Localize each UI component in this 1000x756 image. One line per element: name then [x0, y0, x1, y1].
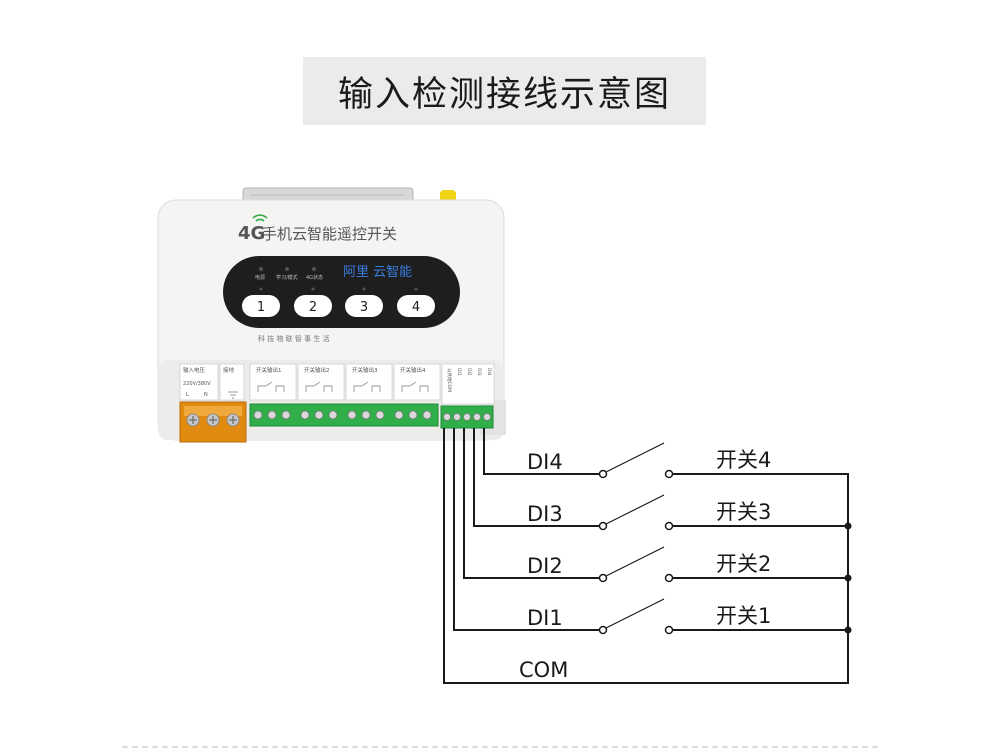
panel-button-2[interactable]: 2 [294, 295, 332, 317]
4g-led [312, 267, 316, 271]
svg-text:1: 1 [257, 300, 265, 315]
label-switch1: 开关1 [716, 604, 771, 628]
output-3-label: 开关输出3 [352, 366, 378, 374]
indicator-label-power: 电源 [255, 274, 265, 281]
switch-contacts [598, 469, 674, 635]
input-di2-label: DI2 [466, 368, 472, 376]
label-switch3: 开关3 [716, 500, 771, 524]
slogan: 科 技 物 联 智 事 生 活 [258, 334, 330, 343]
power-voltage-label: 220V/380V [183, 381, 211, 387]
input-di3-label: DI3 [476, 368, 482, 376]
brand-4g-text: 4G [238, 223, 265, 244]
switch1-lever [605, 598, 665, 629]
label-switch2: 开关2 [716, 552, 771, 576]
svg-text:3: 3 [360, 300, 368, 315]
ground-icon [228, 391, 238, 399]
power-n-label: N [204, 392, 208, 398]
switch3-lever [605, 494, 665, 525]
input-di1-label: DI1 [456, 368, 462, 376]
panel-button-4[interactable]: 4 [397, 295, 435, 317]
label-switch4: 开关4 [716, 448, 771, 472]
page-title: 输入检测接线示意图 [337, 74, 671, 115]
input-terminal-block [440, 405, 494, 429]
label-di3: DI3 [527, 502, 563, 526]
relay-symbol-icon [305, 381, 333, 392]
learn-led [285, 267, 289, 271]
relay-symbol-icon [257, 381, 285, 392]
relay-symbol-icon [401, 381, 429, 392]
junction-dots [844, 522, 852, 634]
output-4-label: 开关输出4 [400, 366, 426, 374]
terminal-labels: 输入电压 220V/380V L N 接地 开关输出1 开关输出2 开关输出3 … [179, 363, 495, 405]
di2-wire [463, 428, 603, 579]
power-terminal-block [179, 401, 247, 443]
wire-labels: DI4 DI3 DI2 DI1 开关4 开关3 开关2 开关1 COM [519, 448, 771, 682]
control-panel [223, 256, 460, 328]
power-l-label: L [186, 392, 189, 398]
power-led [259, 267, 263, 271]
label-di2: DI2 [527, 554, 563, 578]
switch4-lever [605, 442, 665, 473]
svg-text:4: 4 [412, 300, 420, 315]
output-terminal-block [249, 403, 439, 427]
panel-buttons: 1 2 3 4 [242, 287, 435, 317]
relay-device: 4G 手机云智能遥控开关 电源 学习/模式 4G状态 阿里 云智能 1 2 [157, 187, 506, 443]
power-terminal-label: 输入电压 [183, 366, 206, 374]
output-1-label: 开关输出1 [256, 366, 282, 374]
switch2-lever [605, 546, 665, 577]
title-banner: 输入检测接线示意图 [303, 57, 706, 125]
relay-symbol-icon [353, 381, 381, 392]
di1-wire [453, 428, 603, 631]
di3-wire [473, 428, 603, 527]
cloud-label: 阿里 云智能 [343, 265, 412, 280]
label-di4: DI4 [527, 450, 563, 474]
brand-logo: 4G 手机云智能遥控开关 [238, 214, 397, 244]
wiring [443, 428, 849, 684]
indicator-label-4g: 4G状态 [306, 274, 323, 281]
input-di4-label: DI4 [486, 368, 492, 376]
svg-text:2: 2 [309, 300, 317, 315]
ground-terminal-label: 接地 [223, 366, 235, 374]
panel-button-1[interactable]: 1 [242, 295, 280, 317]
indicator-label-learn: 学习/模式 [276, 274, 298, 281]
indicator-leds: 电源 学习/模式 4G状态 [255, 267, 323, 281]
input-com-label: 公共地COM [446, 368, 453, 392]
label-di1: DI1 [527, 606, 563, 630]
panel-button-3[interactable]: 3 [345, 295, 383, 317]
di4-wire [483, 428, 603, 475]
device-name: 手机云智能遥控开关 [262, 225, 397, 243]
output-2-label: 开关输出2 [304, 366, 330, 374]
label-com: COM [519, 658, 568, 682]
